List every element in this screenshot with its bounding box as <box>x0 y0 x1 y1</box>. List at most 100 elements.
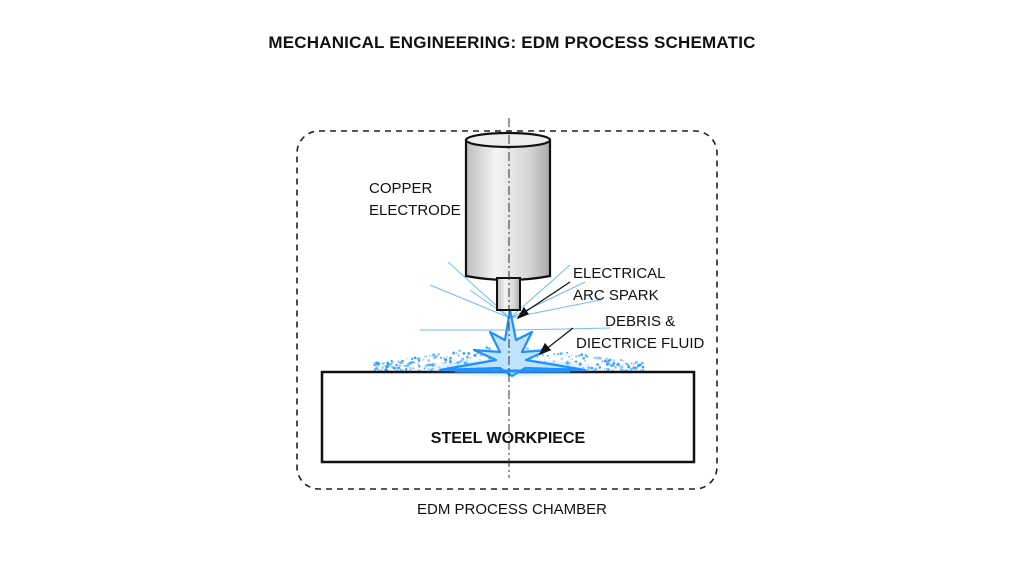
debris-particle <box>488 347 491 350</box>
debris-particle <box>397 366 400 369</box>
debris-particle <box>409 368 412 371</box>
debris-particle <box>411 357 414 361</box>
debris-particle <box>561 352 564 354</box>
debris-particle <box>383 365 385 367</box>
debris-particle <box>404 368 408 371</box>
debris-particle <box>414 356 417 360</box>
debris-particle <box>465 355 469 359</box>
debris-particle <box>458 349 462 353</box>
electrode-label-line-2: ELECTRODE <box>369 202 461 219</box>
debris-particle <box>377 368 379 371</box>
debris-particle <box>469 356 472 359</box>
debris-particle <box>540 347 542 349</box>
debris-particle <box>614 366 617 369</box>
debris-particle <box>375 366 379 370</box>
debris-particle <box>381 366 384 369</box>
arc-label-line-2: ARC SPARK <box>573 287 659 304</box>
debris-particle <box>388 366 390 368</box>
debris-particle <box>606 363 610 366</box>
debris-particle <box>449 357 452 360</box>
debris-particle <box>444 358 448 362</box>
debris-particle <box>560 357 563 360</box>
debris-particle <box>393 366 396 370</box>
debris-particle <box>569 359 572 361</box>
debris-particle <box>536 356 539 358</box>
debris-particle <box>379 362 382 365</box>
debris-particle <box>376 362 380 365</box>
debris-particle <box>432 353 436 357</box>
debris-particle <box>409 361 412 364</box>
debris-particle <box>628 365 630 367</box>
debris-particle <box>467 351 471 356</box>
debris-particle <box>641 368 644 371</box>
debris-particle <box>625 362 628 365</box>
debris-particle <box>388 363 392 367</box>
debris-particle <box>476 352 478 355</box>
debris-particle <box>395 363 397 365</box>
debris-particle <box>439 356 443 359</box>
debris-particle <box>423 355 426 358</box>
debris-particle <box>406 357 408 360</box>
debris-particle <box>401 369 404 371</box>
debris-particle <box>626 363 630 367</box>
debris-particle <box>533 347 536 349</box>
debris-particle <box>622 360 624 362</box>
debris-particle <box>602 360 604 362</box>
debris-particle <box>399 361 402 364</box>
workpiece-label: STEEL WORKPIECE <box>430 430 586 447</box>
debris-particle <box>601 361 603 363</box>
debris-particle <box>410 361 413 364</box>
debris-particle <box>373 364 376 366</box>
debris-particle <box>555 355 557 357</box>
arc-spark-label: ELECTRICAL ARC SPARK <box>573 263 666 307</box>
debris-particle <box>634 366 636 369</box>
debris-particle <box>595 356 599 360</box>
debris-particle <box>373 362 375 364</box>
chamber-label: EDM PROCESS CHAMBER <box>416 501 608 518</box>
debris-particle <box>610 364 613 367</box>
debris-particle <box>385 364 387 367</box>
debris-particle <box>374 363 378 366</box>
debris-particle <box>622 364 624 366</box>
debris-particle <box>548 357 551 359</box>
debris-particle <box>632 364 635 366</box>
debris-particle <box>379 368 381 370</box>
debris-particle <box>374 363 378 367</box>
debris-particle <box>525 347 530 351</box>
diagram-title: MECHANICAL ENGINEERING: EDM PROCESS SCHE… <box>268 33 756 52</box>
debris-particle <box>583 359 587 363</box>
debris-particle <box>395 364 398 367</box>
debris-particle <box>416 357 420 360</box>
debris-particle <box>570 354 573 356</box>
debris-particle <box>489 348 492 350</box>
debris-particle <box>641 366 644 368</box>
debris-particle <box>397 360 401 364</box>
debris-particle <box>613 365 615 367</box>
debris-particle <box>479 354 481 357</box>
debris-particle <box>401 359 404 363</box>
debris-particle <box>409 362 411 365</box>
copper-electrode <box>464 131 552 311</box>
debris-particle <box>582 356 586 360</box>
debris-particle <box>405 367 408 370</box>
debris-particle <box>414 361 416 364</box>
debris-particle <box>423 358 425 360</box>
debris-particle <box>377 364 380 367</box>
debris-particle <box>416 358 420 361</box>
debris-particle <box>391 360 393 363</box>
debris-particle <box>406 364 409 368</box>
debris-particle <box>612 359 616 362</box>
debris-particle <box>446 356 448 358</box>
debris-particle <box>452 351 455 354</box>
debris-particle <box>612 362 615 365</box>
debris-label-line-1: DEBRIS & <box>605 313 676 330</box>
debris-particle <box>412 367 415 370</box>
debris-particle <box>436 355 439 358</box>
debris-particle <box>565 354 567 356</box>
debris-particle <box>383 362 385 365</box>
debris-particle <box>444 357 446 359</box>
debris-particle <box>393 361 395 363</box>
electrode-label-line-1: COPPER <box>369 180 433 197</box>
debris-particle <box>568 355 571 358</box>
